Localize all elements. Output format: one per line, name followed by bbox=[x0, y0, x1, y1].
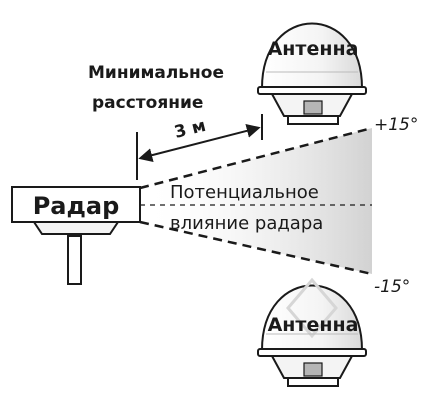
antenna-rim-top bbox=[257, 86, 367, 95]
antenna-bottom-label: Антенна bbox=[268, 314, 359, 336]
min-distance-label-line2: расстояние bbox=[92, 93, 203, 113]
dome-watermark-shape bbox=[286, 277, 338, 339]
antenna-bottom bbox=[257, 277, 367, 387]
antenna-top-label: Антенна bbox=[268, 38, 359, 60]
antenna-rim-bottom bbox=[257, 348, 367, 357]
radar-unit bbox=[11, 186, 141, 285]
radar-mast bbox=[67, 235, 82, 285]
antenna-top bbox=[257, 22, 367, 125]
radar-box bbox=[11, 186, 141, 223]
beam-upper-boundary bbox=[139, 126, 373, 190]
antenna-plate-top bbox=[287, 115, 339, 125]
influence-label-line2: влияние радара bbox=[170, 213, 323, 234]
beam-lower-boundary bbox=[139, 220, 373, 276]
min-distance-label-line1: Минимальное bbox=[88, 63, 224, 83]
radar-base-dish bbox=[32, 221, 120, 235]
radar-beam-area bbox=[140, 128, 372, 274]
distance-value-label: 3 м bbox=[172, 116, 208, 143]
influence-label-line1: Потенциальное bbox=[170, 182, 319, 203]
angle-bottom-label: -15° bbox=[374, 277, 410, 297]
distance-arrow bbox=[138, 124, 261, 162]
angle-top-label: +15° bbox=[374, 115, 418, 135]
antenna-block-top bbox=[303, 100, 323, 115]
antenna-block-bottom bbox=[303, 362, 323, 377]
antenna-plate-bottom bbox=[287, 377, 339, 387]
radar-label: Радар bbox=[33, 192, 120, 220]
